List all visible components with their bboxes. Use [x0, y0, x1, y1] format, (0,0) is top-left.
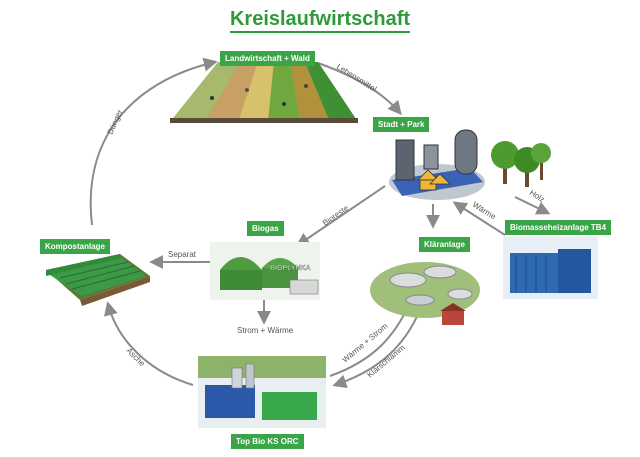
city-illustration [389, 129, 485, 200]
flow-label-duenger: Dünger [106, 108, 125, 136]
biomass-container-illustration [503, 237, 598, 299]
arrow-holz [514, 196, 551, 215]
trees-illustration [491, 141, 551, 187]
orc-unit-illustration [198, 356, 326, 428]
flow-label-asche: Asche [125, 346, 147, 368]
biogas-logo-text: BIOPLYNKA [270, 265, 311, 272]
biogas-plant-illustration: BIOPLYNKA [210, 242, 320, 300]
flow-label-separat: Separat [168, 250, 197, 259]
arrow-duenger [89, 57, 218, 226]
treatment-plant-illustration [370, 262, 480, 325]
flow-label-strom-waerme: Strom + Wärme [237, 326, 294, 335]
node-label-biogas: Biogas [247, 221, 284, 236]
flow-label-bioreste: Bioreste [321, 203, 351, 228]
flow-arrows [89, 57, 551, 389]
flow-label-holz: Holz [528, 188, 546, 204]
arrow-waerme [452, 201, 506, 236]
node-label-orc: Top Bio KS ORC [231, 434, 304, 449]
node-label-klaeranlage: Kläranlage [419, 237, 470, 252]
arrow-klaerschlamm [332, 309, 421, 389]
flow-label-waerme: Wärme [471, 200, 498, 222]
flow-label-lebensmittel: Lebensmittel [335, 62, 378, 94]
flow-label-klaerschlamm: Klärschlamm [366, 343, 407, 380]
arrow-lebensmittel [317, 62, 402, 116]
arrow-asche [104, 301, 194, 386]
diagram-title: Kreislaufwirtschaft [0, 8, 640, 33]
compost-facility-illustration [46, 254, 150, 306]
node-label-landwirtschaft: Landwirtschaft + Wald [220, 51, 315, 66]
arrow-bioreste [295, 185, 386, 247]
node-label-kompost: Kompostanlage [40, 239, 111, 254]
farmland-illustration [170, 62, 358, 123]
node-label-biomasse: Biomasseheizanlage TB4 [505, 220, 612, 235]
node-label-stadt: Stadt + Park [373, 117, 430, 132]
